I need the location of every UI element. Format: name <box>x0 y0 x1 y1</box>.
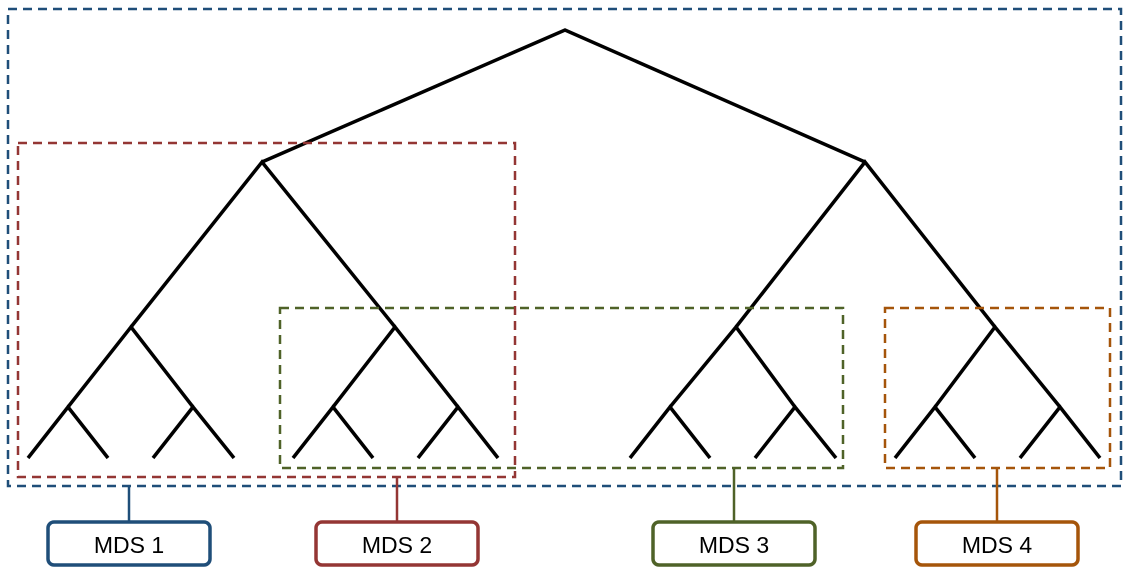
tree-leaf-pair <box>151 404 236 460</box>
tree-edge-left-subtree <box>129 159 397 329</box>
tree-leaf-pair <box>893 404 977 460</box>
mds-1-box <box>46 520 212 567</box>
tree-leaf-pair <box>26 404 110 460</box>
tree-edge-root <box>261 28 866 164</box>
connectors <box>127 468 999 522</box>
mds-3-label-box: MDS 3 <box>651 520 817 567</box>
tree-leaf-pair <box>753 404 838 460</box>
mds-1-label-box: MDS 1 <box>46 520 212 567</box>
mds-2-region <box>16 141 517 479</box>
tree-leaf-pair <box>291 404 375 460</box>
mds-3-box <box>651 520 817 567</box>
partition-regions <box>6 7 1123 488</box>
mds-3-region <box>278 306 845 470</box>
tree-leaf-pair <box>628 404 712 460</box>
mds-2-label: MDS 2 <box>362 532 432 558</box>
mds-1-region <box>6 7 1123 488</box>
mds-4-label: MDS 4 <box>962 532 1033 558</box>
mds-3-label: MDS 3 <box>699 532 769 558</box>
mds-labels: MDS 1 MDS 2 MDS 3 MDS 4 <box>46 520 1080 567</box>
mds-2-label-box: MDS 2 <box>314 520 480 567</box>
mds-4-label-box: MDS 4 <box>914 520 1080 567</box>
tree-edge-node-3 <box>668 324 797 409</box>
namespace-tree <box>26 28 1102 460</box>
tree-leaf-pair <box>1018 404 1102 460</box>
tree-edge-node-1 <box>66 324 195 409</box>
mds-1-label: MDS 1 <box>94 532 164 558</box>
tree-edge-right-subtree <box>734 159 997 329</box>
tree-edge-node-2 <box>331 324 460 409</box>
mds-4-box <box>914 520 1080 567</box>
tree-leaf-pair <box>416 404 500 460</box>
mds-2-box <box>314 520 480 567</box>
tree-edge-node-4 <box>933 324 1062 409</box>
